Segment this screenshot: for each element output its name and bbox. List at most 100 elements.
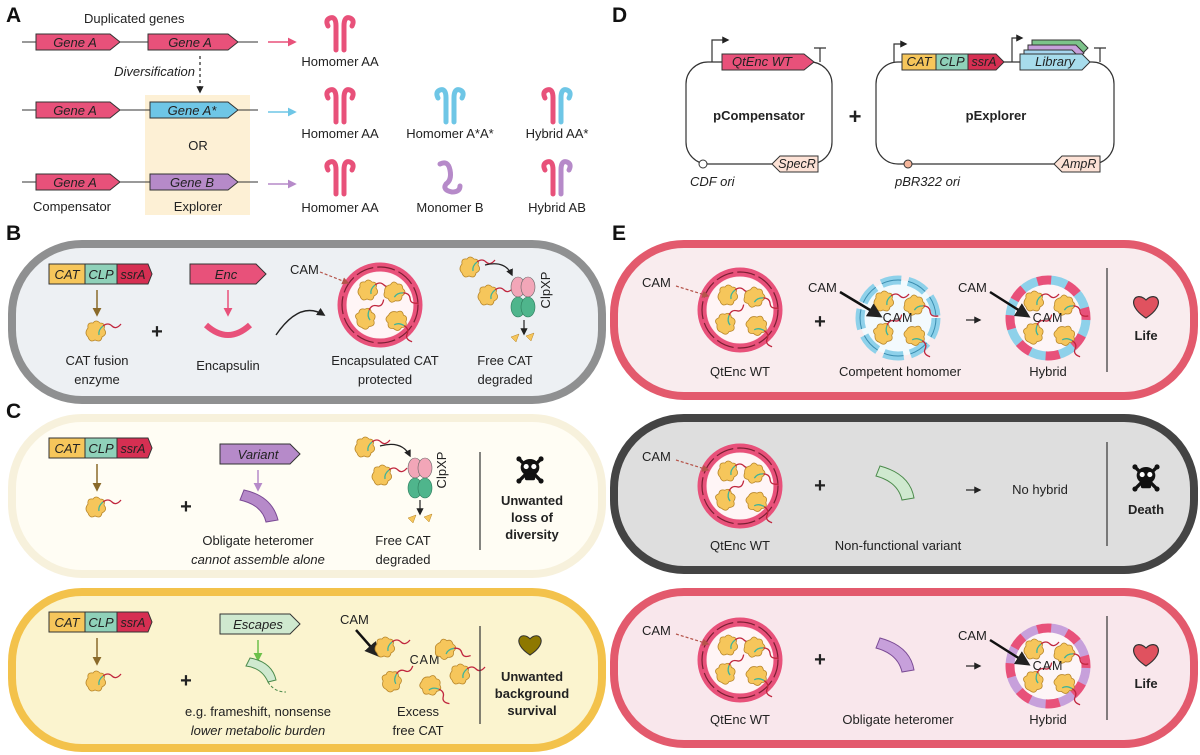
panel-e: E CAM QtEnc WT + CAM CAM Competent homom…: [610, 222, 1198, 748]
escapes-part: [219, 613, 301, 635]
cam-internal-e3: CAM: [1033, 659, 1064, 673]
cat-label-b: CAT: [54, 267, 80, 282]
gene-a-star-box: [149, 101, 239, 119]
explorer-label: Explorer: [174, 199, 223, 214]
gene-a-label: Gene A: [53, 35, 97, 50]
cat-fusion-label-1: CAT fusion: [65, 353, 128, 368]
panel-label-d: D: [612, 4, 627, 27]
clp-label-c1: CLP: [88, 441, 114, 456]
cat-label-c2: CAT: [54, 615, 80, 630]
obligate-monomer-glyph: [239, 489, 279, 523]
plus-c2: +: [180, 670, 192, 692]
cam-internal-e1b: CAM: [1033, 311, 1064, 325]
homomer-aa-label-3: Homomer AA: [301, 200, 379, 215]
cam-internal-c2: CAM: [410, 653, 441, 667]
panel-label-c: C: [6, 400, 21, 423]
escape-truncation: [267, 681, 287, 693]
cat-label-d: CAT: [906, 54, 932, 69]
escapes-label: Escapes: [233, 617, 283, 632]
ssra-part-c2: [116, 611, 153, 633]
ssra-part-b: [116, 263, 153, 285]
death-label: Death: [1128, 502, 1164, 517]
pbr322-ori-marker: [903, 159, 913, 169]
enc-label-b: Enc: [215, 267, 238, 282]
cat-fusion-label-2: enzyme: [74, 372, 120, 387]
cam-arrow-e1c: [989, 290, 1031, 318]
clp-label-b: CLP: [88, 267, 114, 282]
cam-label-e2: CAM: [642, 449, 671, 464]
homomer-a-star-label: Homomer A*A*: [406, 126, 493, 141]
promoter-arrow-3: [1011, 34, 1024, 62]
qtenc-wt-box: [721, 53, 815, 71]
pbr322-ori-label: pBR322 ori: [894, 174, 961, 189]
loss-label-1: Unwanted: [501, 493, 563, 508]
duplicated-genes-title: Duplicated genes: [84, 11, 185, 26]
hybrid-label-e1: Hybrid: [1029, 364, 1067, 379]
promoter-arrow-2: [893, 40, 908, 62]
panel-c: C CAT CLP ssrA + Variant Obligate hetero…: [6, 400, 606, 578]
plus-b: +: [151, 321, 163, 343]
clpxp-arrow-c1: [379, 443, 411, 458]
obligate-label-2: cannot assemble alone: [191, 552, 325, 567]
gene-b-label: Gene B: [170, 175, 214, 190]
cdf-ori-marker: [698, 159, 708, 169]
homomer-aa-glyph-2: [327, 90, 353, 122]
clpxp-label-c1: ClpXP: [434, 452, 449, 489]
panel-d: D QtEnc WT pCompensator SpecR CDF ori + …: [612, 4, 1115, 189]
encapsulated-label-1: Encapsulated CAT: [331, 353, 438, 368]
cam-arrow-e1a: [675, 285, 710, 298]
nonfunctional-label: Non-functional variant: [835, 538, 962, 553]
excess-label-1: Excess: [397, 704, 439, 719]
qtenc-label-e1: QtEnc WT: [710, 364, 770, 379]
cam-arrow-c2: [355, 629, 380, 658]
ssra-part-c1: [116, 437, 153, 459]
cam-internal-e1: CAM: [883, 311, 914, 325]
specr-box: [771, 155, 819, 173]
ampr-box: [1053, 155, 1101, 173]
life-label-e3: Life: [1134, 676, 1157, 691]
cat-label-c1: CAT: [54, 441, 80, 456]
gene-a-copy-box: [147, 33, 239, 51]
assembly-arrow-b: [275, 307, 326, 336]
bg-label-1: Unwanted: [501, 669, 563, 684]
qtenc-label-e2: QtEnc WT: [710, 538, 770, 553]
bg-label-2: background: [495, 686, 569, 701]
ssra-label-d: ssrA: [972, 55, 997, 69]
terminator-2: [1094, 47, 1106, 62]
obligate-glyph-e3: [875, 637, 915, 673]
cam-label-e1c: CAM: [958, 280, 987, 295]
clp-label-d: CLP: [939, 54, 965, 69]
plus-e3: +: [814, 649, 826, 671]
gene-a-label-2: Gene A: [53, 103, 97, 118]
escape-label-1: e.g. frameshift, nonsense: [185, 704, 331, 719]
ssra-label-b: ssrA: [121, 268, 146, 282]
plus-c1: +: [180, 496, 192, 518]
terminator-1: [814, 47, 826, 62]
panel-b: B CAT CLP ssrA CAT fusion enzyme + Enc E…: [6, 222, 606, 404]
homomer-aa-label-2: Homomer AA: [301, 126, 379, 141]
cam-label-e3b: CAM: [958, 628, 987, 643]
qtenc-label-e3: QtEnc WT: [710, 712, 770, 727]
gene-a-copy-label: Gene A: [168, 35, 212, 50]
plus-e1: +: [814, 311, 826, 333]
clpxp-arrow-b: [484, 263, 513, 277]
ssra-label-c2: ssrA: [121, 616, 146, 630]
cdf-ori-label: CDF ori: [690, 174, 736, 189]
promoter-arrow: [711, 36, 730, 62]
gene-b-box: [149, 173, 239, 191]
cam-arrow-b: [319, 271, 350, 285]
cam-arrow-e3a: [675, 633, 710, 646]
compensator-label: Compensator: [33, 199, 112, 214]
panel-c-bottom: CAT CLP ssrA + Escapes e.g. frameshift, …: [8, 588, 606, 752]
pexplorer-name: pExplorer: [966, 108, 1027, 123]
plus-e2: +: [814, 475, 826, 497]
clpxp-label-b: ClpXP: [538, 272, 553, 309]
loss-label-3: diversity: [505, 527, 559, 542]
nonfunctional-glyph: [875, 465, 915, 501]
library-box: [1019, 53, 1091, 71]
hybrid-ab-label: Hybrid AB: [528, 200, 586, 215]
loss-label-2: loss of: [511, 510, 554, 525]
cam-label-c2: CAM: [340, 612, 369, 627]
monomer-b-label: Monomer B: [416, 200, 483, 215]
gene-a-box: [35, 33, 121, 51]
